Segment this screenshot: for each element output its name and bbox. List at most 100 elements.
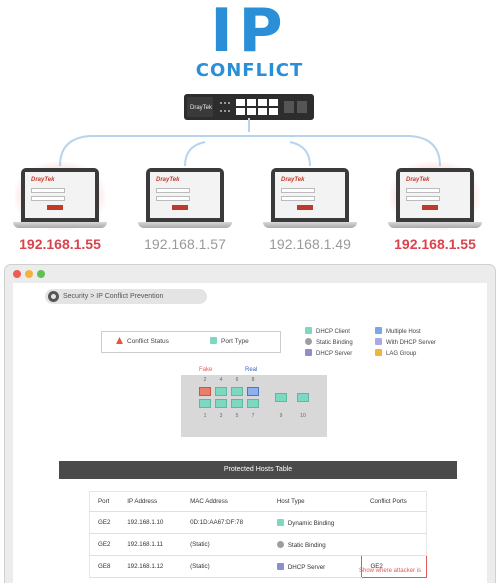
location-pin-icon xyxy=(48,291,59,302)
port-5[interactable] xyxy=(231,399,243,408)
port-number: 5 xyxy=(235,413,239,419)
legend-tabs: Conflict Status Port Type xyxy=(101,331,281,353)
lag-group-icon xyxy=(375,349,382,356)
tab-port-type[interactable]: Port Type xyxy=(210,337,249,345)
cell-conflict xyxy=(361,533,427,556)
port-number: 6 xyxy=(235,377,239,383)
legend-label: With DHCP Server xyxy=(386,340,436,346)
cell-ip: 192.168.1.10 xyxy=(119,511,183,534)
port-6[interactable] xyxy=(231,387,243,396)
laptop-brand: DrayTek xyxy=(281,177,305,183)
port-3[interactable] xyxy=(215,399,227,408)
switch-brand: DrayTek xyxy=(190,105,213,111)
legend-label: DHCP Client xyxy=(316,329,350,335)
warning-icon xyxy=(116,337,123,344)
port-number: 1 xyxy=(203,413,207,419)
cell-port: GE8 xyxy=(89,555,120,578)
dhcp-server-icon xyxy=(305,349,312,356)
cell-mac: (Static) xyxy=(182,555,269,578)
cell-ip: 192.168.1.12 xyxy=(119,555,183,578)
legend-label: Multiple Host xyxy=(386,329,421,335)
cell-ip: 192.168.1.11 xyxy=(119,533,183,556)
port-number: 7 xyxy=(251,413,255,419)
column-header: IP Address xyxy=(119,491,183,512)
dhcp-client-icon xyxy=(305,327,312,334)
port-number: 2 xyxy=(203,377,207,383)
port-number: 3 xyxy=(219,413,223,419)
port-8-real[interactable] xyxy=(247,387,259,396)
table-header-row: Port IP Address MAC Address Host Type Co… xyxy=(89,491,427,512)
host-type-label: Static Binding xyxy=(287,541,326,549)
breadcrumb-text: Security > IP Conflict Prevention xyxy=(63,293,164,300)
cell-host-type: Static Binding xyxy=(268,533,362,556)
protected-hosts-table-title: Protected Hosts Table xyxy=(59,461,457,479)
ip-label-real-2: 192.168.1.49 xyxy=(269,236,351,252)
window-titlebar xyxy=(5,265,495,283)
table-row[interactable]: GE2 192.168.1.10 0D:1D:AA67:DF:78 Dynami… xyxy=(89,511,427,534)
column-header: MAC Address xyxy=(182,491,269,512)
maximize-window-button[interactable] xyxy=(37,270,45,278)
port-7[interactable] xyxy=(247,399,259,408)
laptop-brand: DrayTek xyxy=(406,177,430,183)
column-header: Host Type xyxy=(268,491,362,512)
dhcp-client-icon xyxy=(276,518,284,526)
table-row[interactable]: GE2 192.168.1.11 (Static) Static Binding xyxy=(89,533,427,556)
static-binding-icon xyxy=(276,540,284,548)
cell-port: GE2 xyxy=(89,511,120,534)
port-number: 10 xyxy=(300,413,306,419)
port-4[interactable] xyxy=(215,387,227,396)
port-10[interactable] xyxy=(297,393,309,402)
multiple-host-icon xyxy=(375,327,382,334)
network-wires xyxy=(59,118,441,167)
laptop-brand: DrayTek xyxy=(156,177,180,183)
cell-port: GE2 xyxy=(89,533,120,556)
ip-label-fake-2: 192.168.1.55 xyxy=(394,236,476,252)
breadcrumb[interactable]: Security > IP Conflict Prevention xyxy=(45,289,207,304)
port-number: 8 xyxy=(251,377,255,383)
port-number: 9 xyxy=(279,413,283,419)
port-icon xyxy=(210,337,217,344)
port-1[interactable] xyxy=(199,399,211,408)
hero-title: IP xyxy=(210,0,289,66)
cell-conflict-attacker[interactable]: GE2 xyxy=(361,555,427,578)
cell-mac: 0D:1D:AA67:DF:78 xyxy=(182,511,269,534)
port-2-alert[interactable] xyxy=(199,387,211,396)
legend-label: DHCP Server xyxy=(316,351,353,357)
legend-label: Static Binding xyxy=(316,340,353,346)
minimize-window-button[interactable] xyxy=(25,270,33,278)
legend-list-left: DHCP Client Static Binding DHCP Server xyxy=(305,327,353,357)
tab-label: Conflict Status xyxy=(127,338,169,345)
port-panel: 2 4 6 8 1 3 5 7 9 10 xyxy=(181,375,327,437)
laptop-real-1: DrayTek xyxy=(138,168,232,230)
hero-subtitle: CONFLICT xyxy=(195,60,304,81)
protected-hosts-table: Port IP Address MAC Address Host Type Co… xyxy=(89,491,427,578)
real-label: Real xyxy=(245,367,258,373)
fake-label: Fake xyxy=(199,367,213,373)
laptop-brand: DrayTek xyxy=(31,177,55,183)
page-content: Security > IP Conflict Prevention Confli… xyxy=(13,283,487,583)
ip-label-fake-1: 192.168.1.55 xyxy=(19,236,101,252)
attacker-note: Show where attacker is xyxy=(359,568,422,574)
column-header: Conflict Ports xyxy=(361,491,427,512)
table-row[interactable]: GE8 192.168.1.12 (Static) DHCP Server GE… xyxy=(89,555,427,578)
host-type-label: Dynamic Binding xyxy=(287,519,335,527)
tab-label: Port Type xyxy=(221,338,249,345)
host-type-label: DHCP Server xyxy=(287,563,326,571)
cell-mac: (Static) xyxy=(182,533,269,556)
port-9[interactable] xyxy=(275,393,287,402)
port-number: 4 xyxy=(219,377,223,383)
cell-conflict xyxy=(361,511,427,534)
cell-host-type: Dynamic Binding xyxy=(268,511,362,534)
laptop-fake-1: DrayTek xyxy=(13,162,107,230)
ip-label-real-1: 192.168.1.57 xyxy=(144,236,226,252)
legend-list-right: Multiple Host With DHCP Server LAG Group xyxy=(375,327,436,357)
laptop-real-2: DrayTek xyxy=(263,168,357,230)
network-switch-icon: DrayTek xyxy=(184,94,314,120)
dhcp-server-icon xyxy=(276,562,284,570)
tab-conflict-status[interactable]: Conflict Status xyxy=(116,337,169,345)
browser-window: Security > IP Conflict Prevention Confli… xyxy=(5,265,495,583)
close-window-button[interactable] xyxy=(13,270,21,278)
column-header: Port xyxy=(89,491,120,512)
legend-label: LAG Group xyxy=(386,351,417,357)
laptop-fake-2: DrayTek xyxy=(388,162,482,230)
